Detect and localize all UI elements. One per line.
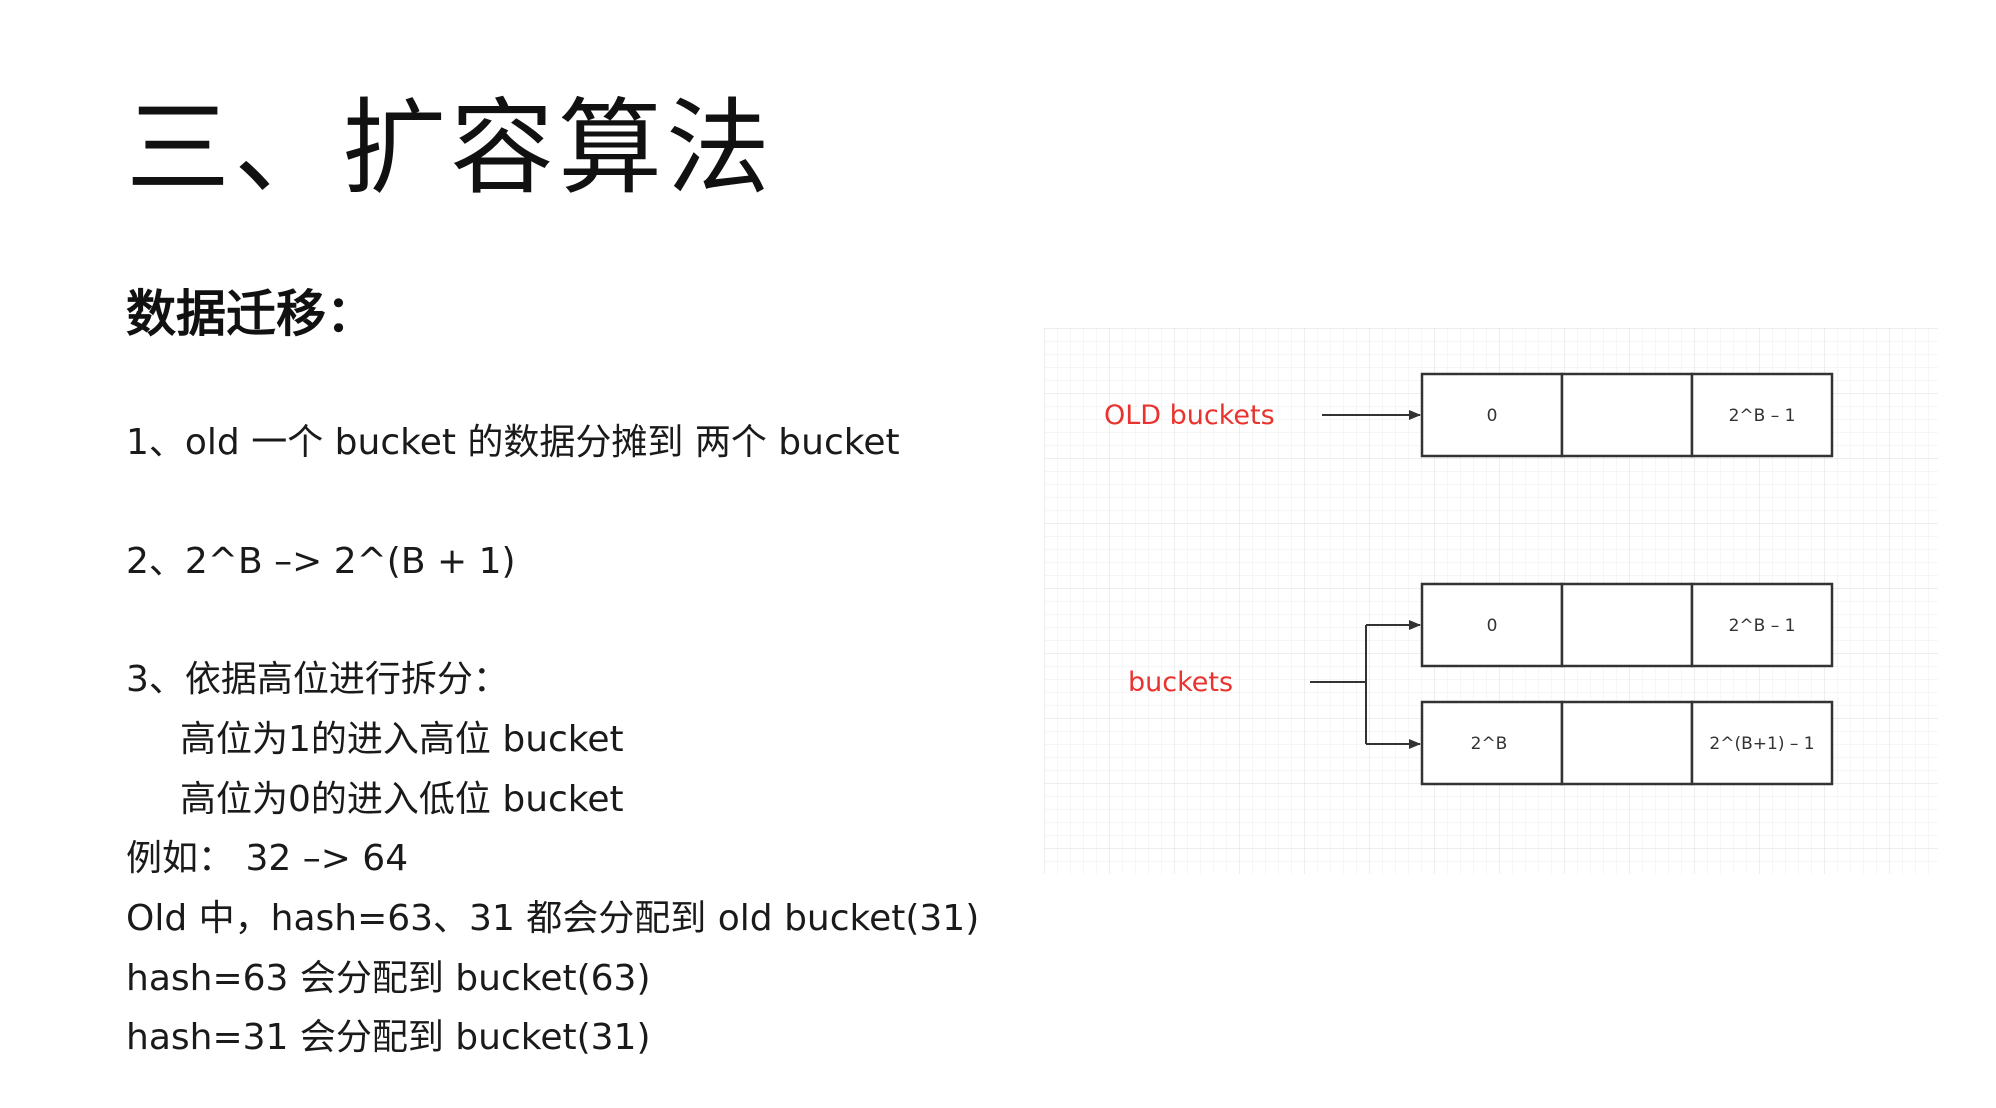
new-bucket-low-cell-last-text: 2^B – 1 — [1729, 616, 1796, 636]
new-bucket-low-cell-first-text: 0 — [1487, 616, 1498, 636]
new-bucket-row-high: 2^B 2^(B+1) – 1 — [1420, 700, 1834, 786]
text-line-3a: 高位为1的进入高位 bucket — [180, 719, 624, 760]
new-bucket-high-cell-first-text: 2^B — [1471, 734, 1508, 754]
text-line-3: 3、依据高位进行拆分： — [126, 659, 509, 700]
example-detail-1: Old 中，hash=63、31 都会分配到 old bucket(31) — [126, 898, 980, 939]
new-bucket-low-cell-middle — [1560, 582, 1694, 668]
new-bucket-row-low: 0 2^B – 1 — [1420, 582, 1834, 668]
new-bucket-high-cell-last — [1690, 700, 1834, 786]
new-bucket-high-cell-middle — [1560, 700, 1694, 786]
section-heading: 数据迁移： — [126, 285, 376, 343]
old-bucket-row: 0 2^B – 1 — [1420, 372, 1834, 458]
text-line-2: 2、2^B –> 2^(B + 1) — [126, 541, 516, 582]
new-bucket-low-cell-last — [1690, 582, 1834, 668]
slide-title: 三、扩容算法 — [126, 87, 775, 209]
old-bucket-cell-last-text: 2^B – 1 — [1729, 406, 1796, 426]
new-buckets-branch-arrow — [1310, 620, 1421, 749]
new-bucket-high-cell-last-text: 2^(B+1) – 1 — [1709, 734, 1814, 754]
text-line-3b: 高位为0的进入低位 bucket — [180, 779, 624, 820]
bucket-diagram: OLD buckets 0 2^B – 1 buckets 0 2^B – 1 — [1044, 328, 1938, 874]
old-bucket-cell-last — [1690, 372, 1834, 458]
old-buckets-label: OLD buckets — [1104, 400, 1275, 431]
example-line: 例如： 32 –> 64 — [126, 838, 409, 879]
example-detail-3: hash=31 会分配到 bucket(31) — [126, 1017, 651, 1058]
old-bucket-cell-first-text: 0 — [1487, 406, 1498, 426]
new-buckets-label: buckets — [1128, 667, 1233, 698]
text-line-1: 1、old 一个 bucket 的数据分摊到 两个 bucket — [126, 422, 900, 463]
example-detail-2: hash=63 会分配到 bucket(63) — [126, 958, 651, 999]
old-bucket-cell-middle — [1560, 372, 1694, 458]
old-bucket-cell-first — [1420, 372, 1564, 458]
